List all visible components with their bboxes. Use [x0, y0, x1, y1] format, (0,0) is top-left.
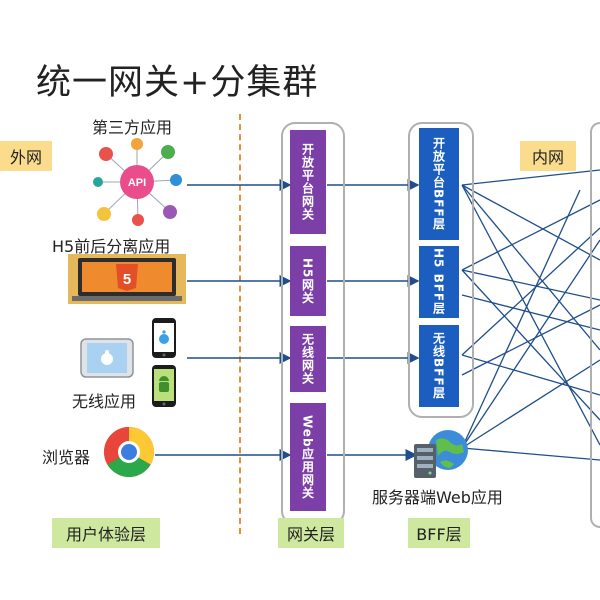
network-divider	[239, 114, 241, 534]
gateway-open-platform: 开放平台网关	[290, 130, 326, 234]
bff-h5: H5 BFF层	[419, 246, 459, 318]
bff-label: H5 BFF层	[431, 248, 446, 316]
ux-layer-label: 用户体验层	[52, 518, 160, 548]
bff-label: 开放平台BFF层	[431, 137, 446, 231]
gateway-layer-label: 网关层	[278, 518, 344, 548]
third-party-app-label: 第三方应用	[92, 118, 173, 137]
gateway-h5: H5网关	[290, 246, 326, 316]
bff-wireless: 无线BFF层	[419, 325, 459, 407]
outer-network-tag: 外网	[0, 141, 52, 171]
server-globe-icon	[410, 426, 470, 482]
wireless-app-label: 无线应用	[72, 392, 137, 411]
bff-layer-label: BFF层	[408, 518, 470, 548]
gateway-label: H5网关	[300, 257, 315, 305]
api-label: API	[128, 177, 146, 189]
api-network-icon: API	[92, 138, 182, 226]
backend-container-edge	[590, 122, 600, 528]
html5-label: 5	[123, 271, 131, 288]
browser-label: 浏览器	[42, 448, 91, 467]
bff-to-backend-lines	[461, 169, 600, 461]
gateway-label: 开放平台网关	[300, 143, 315, 221]
inner-network-tag: 内网	[520, 141, 576, 171]
bff-layer-container	[408, 122, 474, 418]
tablet-icon	[80, 338, 134, 378]
android-phone-icon	[151, 364, 177, 408]
html5-icon: 5	[68, 254, 186, 304]
gateway-wireless: 无线网关	[290, 326, 326, 392]
gateway-label: Web应用网关	[300, 414, 315, 500]
gateway-label: 无线网关	[300, 333, 315, 385]
page-title: 统一网关+分集群	[36, 63, 319, 103]
chrome-icon	[103, 426, 155, 478]
iphone-icon	[151, 317, 177, 359]
bff-label: 无线BFF层	[431, 332, 446, 400]
server-web-app-label: 服务器端Web应用	[372, 488, 503, 507]
gateway-web-app: Web应用网关	[290, 403, 326, 511]
bff-open-platform: 开放平台BFF层	[419, 128, 459, 240]
h5-app-label: H5前后分离应用	[52, 237, 171, 256]
